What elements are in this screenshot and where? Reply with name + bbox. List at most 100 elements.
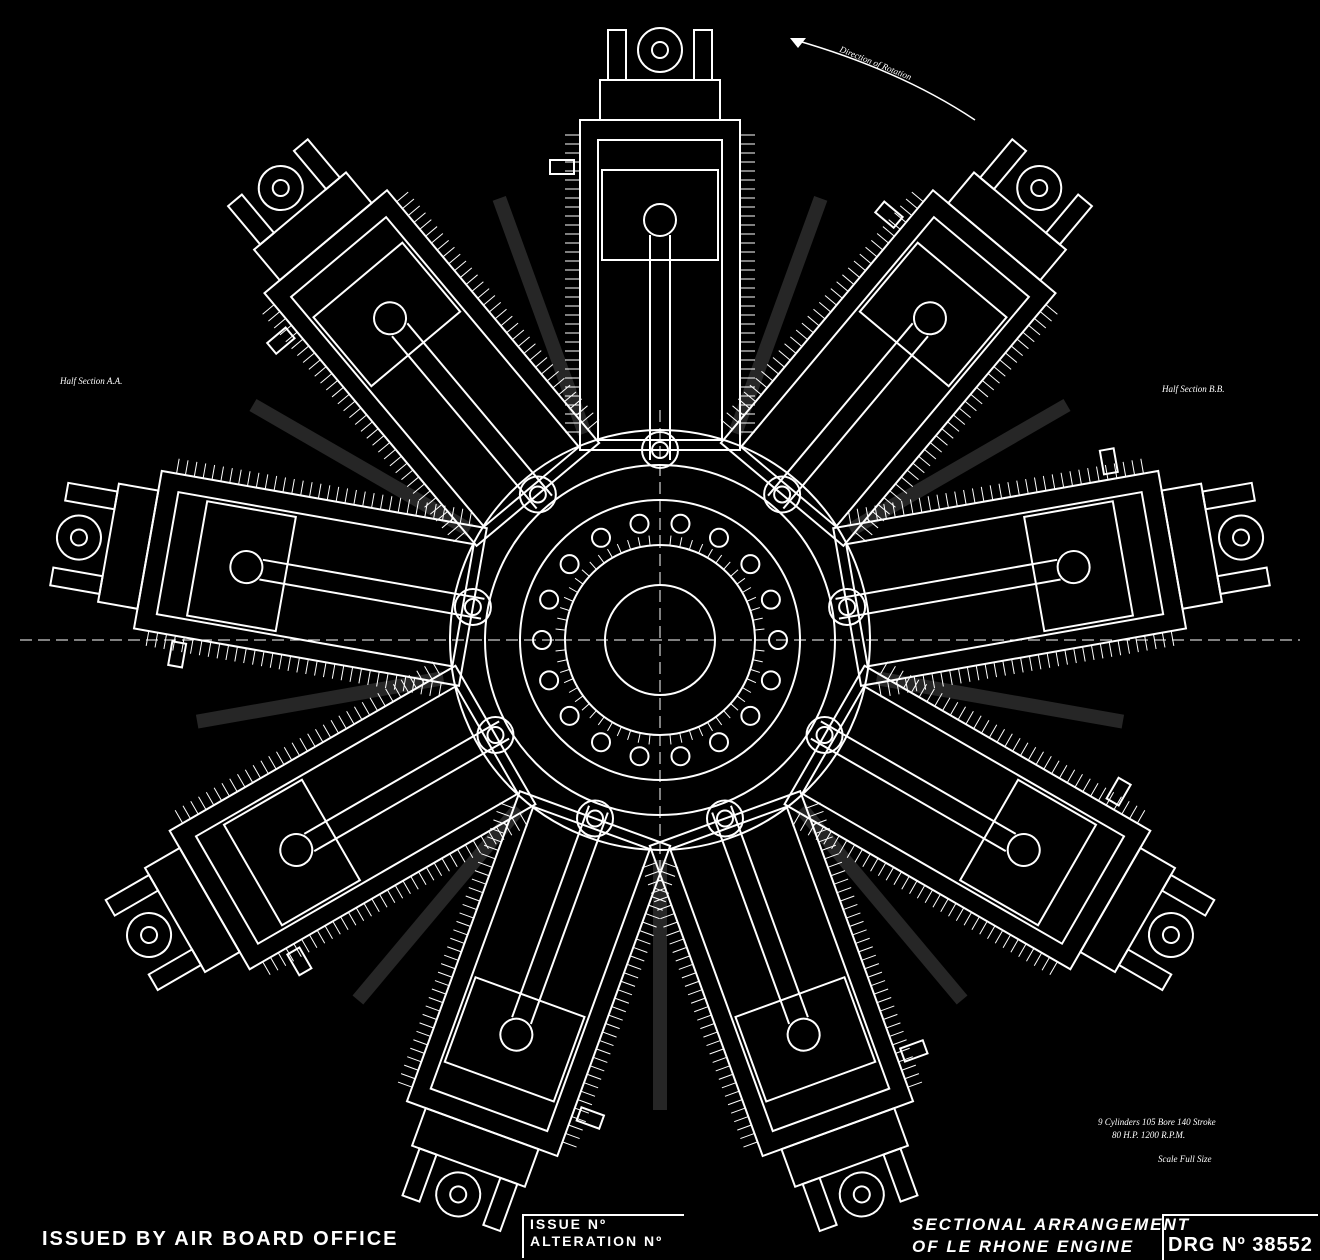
cooling-fin (252, 764, 262, 779)
cooling-fin (894, 212, 907, 223)
gear-tooth (574, 577, 584, 585)
cooling-fin (362, 491, 366, 507)
cooling-fin (1113, 796, 1122, 810)
cooling-fin (483, 295, 496, 306)
cooling-fin (302, 352, 315, 363)
gear-tooth (559, 607, 570, 612)
cooling-fin (464, 844, 474, 859)
cooling-fin (340, 665, 345, 681)
cooling-fin (953, 414, 966, 425)
cooling-fin (287, 656, 292, 671)
cooling-fin (1026, 948, 1035, 962)
cooling-fin (581, 412, 594, 423)
cooling-fin (403, 1064, 419, 1071)
cooling-fin (260, 651, 265, 667)
cooling-fin (244, 769, 254, 783)
cooling-fin (905, 198, 918, 210)
cylinder (226, 137, 601, 548)
cooling-fin (453, 531, 466, 543)
cooling-fin (1144, 635, 1148, 651)
cooling-fin (488, 831, 497, 845)
cylinder (549, 27, 755, 460)
cooling-fin (1117, 640, 1122, 656)
cooling-fin (988, 724, 998, 738)
cooling-fin (633, 946, 648, 953)
cooling-fin (898, 1056, 913, 1063)
spark-plug (167, 640, 188, 669)
piston (312, 241, 462, 388)
cooling-fin (413, 1039, 428, 1046)
rod-pin-bore (463, 598, 482, 617)
rod-pin-bore (815, 726, 834, 744)
cooling-fin (468, 887, 484, 894)
cooling-fin (394, 885, 404, 899)
gear-tooth (627, 730, 632, 741)
cooling-fin (910, 679, 920, 693)
cooling-fin (435, 511, 448, 522)
cooling-fin (942, 697, 951, 711)
bolt-hole (740, 705, 761, 726)
connecting-rod (810, 737, 1007, 853)
rocker-pin (69, 528, 88, 547)
cooling-fin (644, 870, 660, 877)
valve-spring (801, 1176, 838, 1233)
cooling-fin (552, 377, 565, 389)
cooling-fin (308, 359, 321, 370)
cooling-fin (861, 954, 876, 961)
gear-tooth (723, 710, 731, 719)
cooling-fin (360, 421, 373, 432)
cooling-fin (687, 989, 703, 996)
cooling-fin (361, 701, 371, 716)
connecting-rod (511, 805, 590, 1018)
cooling-fin (737, 398, 751, 409)
gear-tooth (557, 617, 568, 621)
bolt-hole (629, 746, 650, 767)
cooling-fin (626, 963, 642, 970)
crankcase-hub (20, 410, 1300, 870)
gear-tooth (574, 695, 584, 703)
cooling-fin (989, 485, 994, 501)
cooling-fin (330, 719, 339, 734)
rod-pin (453, 588, 492, 627)
cooling-fin (383, 448, 396, 460)
gear-tooth (581, 703, 590, 711)
cooling-fin (324, 925, 333, 940)
cooling-fin (407, 205, 421, 216)
cooling-fin (1131, 460, 1136, 476)
cooling-fin (519, 813, 528, 827)
cooling-fin (1122, 461, 1127, 477)
valve-spring (978, 137, 1028, 191)
gear-tooth (750, 668, 761, 673)
cooling-fin (949, 670, 953, 686)
valve-spring (401, 1147, 438, 1203)
cooling-fin (496, 810, 511, 818)
cooling-fin (836, 887, 852, 894)
cooling-fin (949, 701, 959, 716)
cooling-fin (246, 471, 251, 487)
cooling-fin (431, 233, 444, 244)
cooling-fin (900, 476, 914, 487)
cooling-fin (343, 400, 356, 412)
cooling-fin (924, 448, 937, 460)
cooling-fin (1104, 464, 1109, 480)
cooling-fin (755, 377, 768, 389)
cooling-fin (448, 253, 461, 265)
bolt-hole (709, 732, 729, 753)
cooling-fin (410, 1047, 425, 1054)
cooling-fin (428, 997, 444, 1004)
cooling-fin (285, 948, 294, 962)
cooling-fin (418, 490, 431, 501)
cooling-fin (496, 826, 505, 841)
cooling-fin (429, 681, 433, 696)
cooling-fin (957, 706, 967, 720)
cylinder-bore (668, 805, 891, 1133)
cooling-fin (384, 673, 389, 689)
cooling-fin (512, 329, 525, 340)
cooling-fin (815, 827, 830, 834)
gear-tooth (715, 554, 723, 564)
cooling-fin (459, 912, 474, 919)
cooling-fin (309, 482, 313, 498)
cooling-fin (790, 336, 803, 347)
cooling-fin (947, 421, 960, 432)
cooling-fin (420, 679, 425, 695)
